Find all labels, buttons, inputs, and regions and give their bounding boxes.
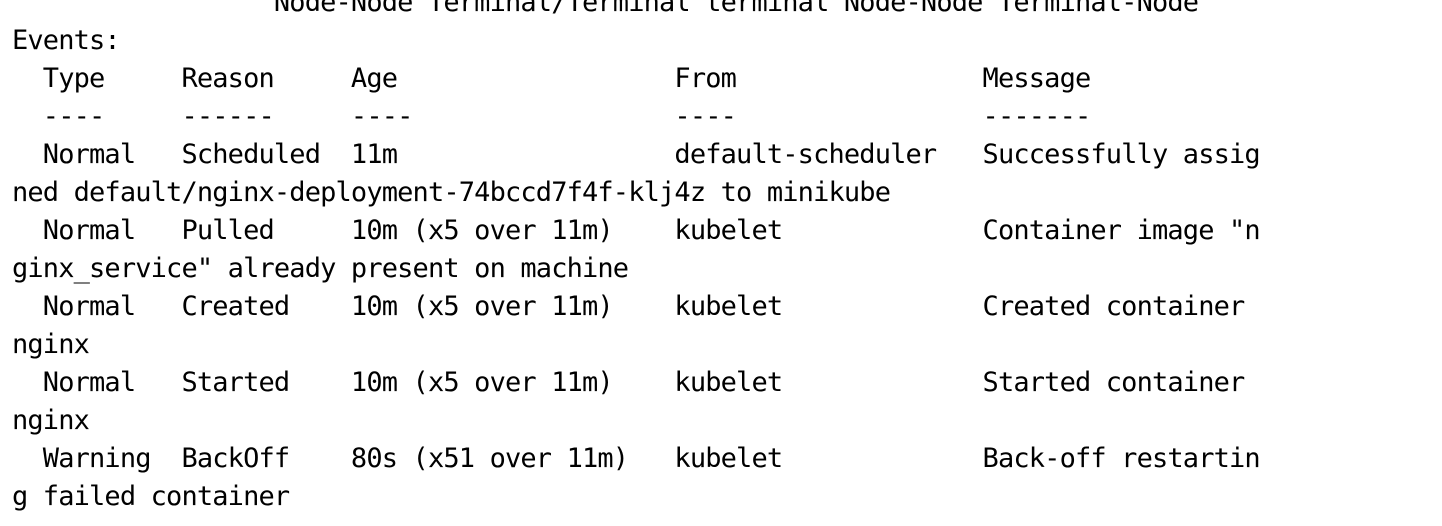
event-row-backoff: Warning BackOff 80s (x51 over 11m) kubel… <box>12 443 1261 474</box>
event-row-created: Normal Created 10m (x5 over 11m) kubelet… <box>12 291 1245 322</box>
event-row-backoff-wrap: g failed container <box>12 481 290 512</box>
event-row-scheduled-wrap: ned default/nginx-deployment-74bccd7f4f-… <box>12 177 891 208</box>
event-row-started-wrap: nginx <box>12 405 90 436</box>
events-table-header: Type Reason Age From Message <box>12 63 1091 94</box>
event-row-started: Normal Started 10m (x5 over 11m) kubelet… <box>12 367 1245 398</box>
event-row-pulled-wrap: ginx_service" already present on machine <box>12 253 629 284</box>
events-heading: Events: <box>12 25 121 56</box>
terminal-line-cutoff: Node-Node Terminal/Terminal terminal Nod… <box>12 0 1199 18</box>
events-table-divider: ---- ------ ---- ---- ------- <box>12 101 1091 132</box>
event-row-pulled: Normal Pulled 10m (x5 over 11m) kubelet … <box>12 215 1261 246</box>
event-row-created-wrap: nginx <box>12 329 90 360</box>
event-row-scheduled: Normal Scheduled 11m default-scheduler S… <box>12 139 1261 170</box>
